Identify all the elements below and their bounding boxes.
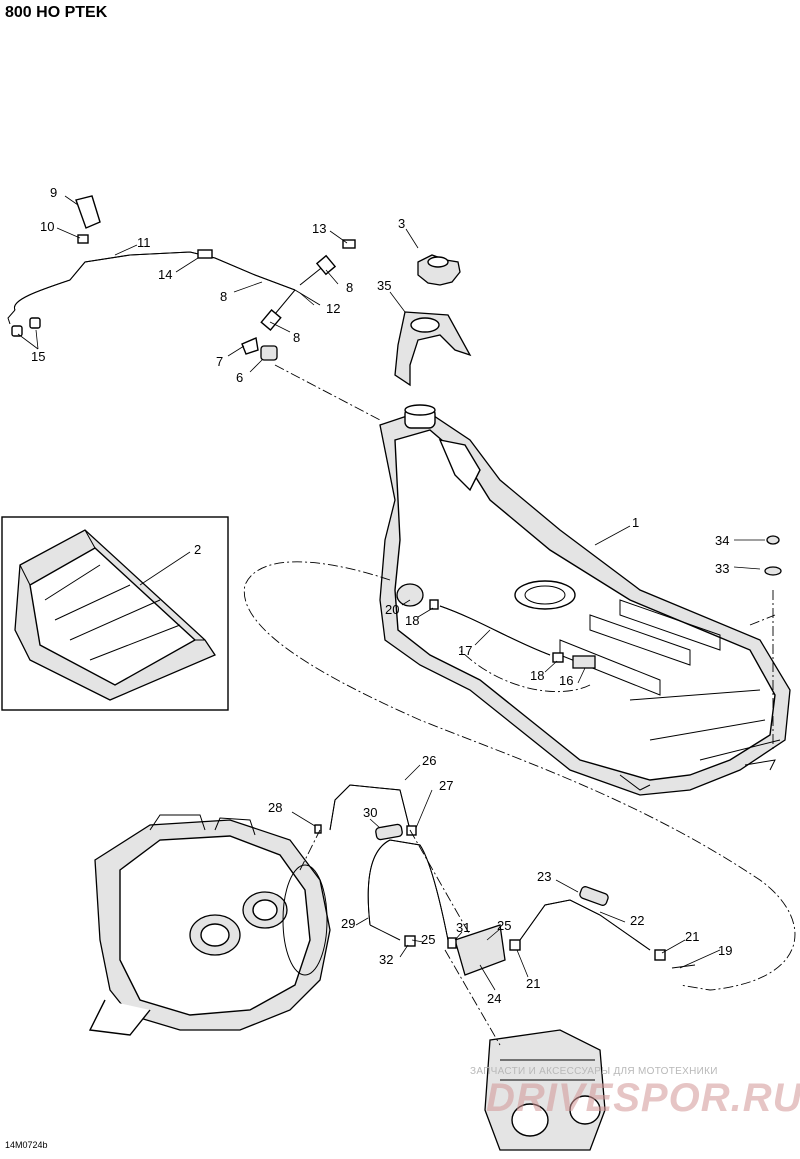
callout-8a: 8 (220, 289, 227, 304)
callout-21a: 21 (685, 929, 699, 944)
callout-6: 6 (236, 370, 243, 385)
callout-21b: 21 (526, 976, 540, 991)
callout-9: 9 (50, 185, 57, 200)
callout-32: 32 (379, 952, 393, 967)
fuel-cap (417, 254, 461, 286)
diagram-code: 14M0724b (5, 1140, 48, 1150)
callout-13: 13 (312, 221, 326, 236)
watermark-tagline: ЗАПЧАСТИ И АКСЕССУАРЫ ДЛЯ МОТОТЕХНИКИ (470, 1066, 718, 1077)
callout-18a: 18 (405, 613, 419, 628)
callout-17: 17 (458, 643, 472, 658)
fuel-lines (314, 784, 696, 976)
callout-14: 14 (158, 267, 172, 282)
leader-lines (17, 195, 765, 991)
callout-23: 23 (537, 869, 551, 884)
callout-24: 24 (487, 991, 501, 1006)
callout-33: 33 (715, 561, 729, 576)
callout-25b: 25 (421, 932, 435, 947)
callout-15: 15 (31, 349, 45, 364)
callout-28: 28 (268, 800, 282, 815)
routing-lines (243, 364, 796, 1046)
callout-30: 30 (363, 805, 377, 820)
callout-20: 20 (385, 602, 399, 617)
callout-22: 22 (630, 913, 644, 928)
callout-10: 10 (40, 219, 54, 234)
fuel-tank (379, 404, 791, 796)
fuel-pickup (396, 583, 596, 669)
filler-bracket (394, 311, 472, 387)
vent-line-assembly (7, 195, 356, 361)
callout-16: 16 (559, 673, 573, 688)
watermark-logo: DRIVESPOR.RU (486, 1076, 800, 1120)
callout-25a: 25 (497, 918, 511, 933)
engine (88, 814, 331, 1036)
tank-grommets (764, 535, 782, 576)
callout-34: 34 (715, 533, 729, 548)
carburetors (484, 1029, 606, 1151)
callout-3: 3 (398, 216, 405, 231)
callout-2: 2 (194, 542, 201, 557)
callout-27: 27 (439, 778, 453, 793)
diagram-title: 800 HO PTEK (5, 4, 108, 21)
callout-19: 19 (718, 943, 732, 958)
callout-labels: 1 2 3 6 7 8 8 8 9 10 11 12 13 14 15 16 1… (31, 185, 732, 1006)
inset-box-part-2 (1, 516, 229, 711)
callout-26: 26 (422, 753, 436, 768)
callout-11: 11 (137, 235, 151, 250)
callout-18b: 18 (530, 668, 544, 683)
callout-29: 29 (341, 916, 355, 931)
callout-35: 35 (377, 278, 391, 293)
callout-7: 7 (216, 354, 223, 369)
callout-8b: 8 (346, 280, 353, 295)
callout-1: 1 (632, 515, 639, 530)
callout-12: 12 (326, 301, 340, 316)
callout-8c: 8 (293, 330, 300, 345)
callout-31: 31 (456, 920, 470, 935)
